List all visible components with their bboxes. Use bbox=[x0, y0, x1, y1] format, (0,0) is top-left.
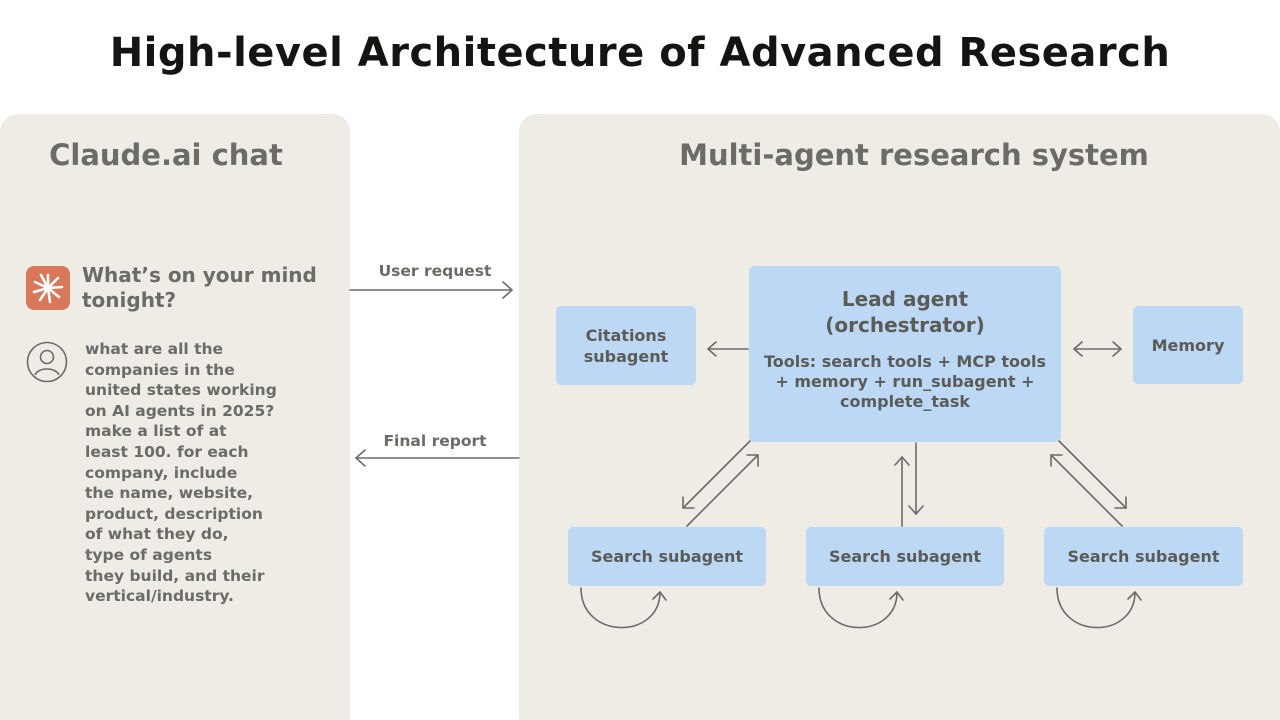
lead-to-citations-arrow bbox=[707, 341, 749, 357]
chat-panel-title: Claude.ai chat bbox=[49, 138, 283, 172]
subagent2-loop-arrow bbox=[818, 587, 904, 629]
user-avatar-icon bbox=[26, 341, 68, 383]
user-message: what are all the companies in the united… bbox=[85, 340, 277, 606]
search-subagent-3: Search subagent bbox=[1044, 527, 1243, 586]
subagent1-loop-arrow bbox=[580, 587, 667, 629]
user-request-arrow bbox=[349, 281, 513, 299]
lead-subagent2-arrows bbox=[894, 442, 924, 527]
lead-agent-title: Lead agent (orchestrator) bbox=[825, 287, 985, 337]
user-request-label: User request bbox=[378, 262, 492, 280]
page-title: High-level Architecture of Advanced Rese… bbox=[109, 30, 1171, 76]
memory-box: Memory bbox=[1133, 306, 1243, 384]
research-system-title: Multi-agent research system bbox=[679, 138, 1149, 172]
chat-panel bbox=[0, 114, 350, 720]
lead-agent-tools: Tools: search tools + MCP tools + memory… bbox=[763, 352, 1047, 411]
lead-subagent3-arrows bbox=[1050, 440, 1127, 527]
lead-subagent1-arrows bbox=[682, 440, 759, 527]
search-subagent-1: Search subagent bbox=[568, 527, 766, 586]
subagent3-loop-arrow bbox=[1056, 587, 1142, 629]
chat-prompt-heading: What’s on your mind tonight? bbox=[82, 263, 317, 312]
claude-logo-icon bbox=[26, 266, 70, 310]
search-subagent-2: Search subagent bbox=[806, 527, 1004, 586]
final-report-arrow bbox=[355, 449, 520, 467]
final-report-label: Final report bbox=[383, 432, 487, 450]
lead-memory-arrow bbox=[1073, 341, 1122, 357]
citations-subagent-box: Citations subagent bbox=[556, 306, 696, 385]
lead-agent-box: Lead agent (orchestrator) Tools: search … bbox=[749, 266, 1061, 442]
